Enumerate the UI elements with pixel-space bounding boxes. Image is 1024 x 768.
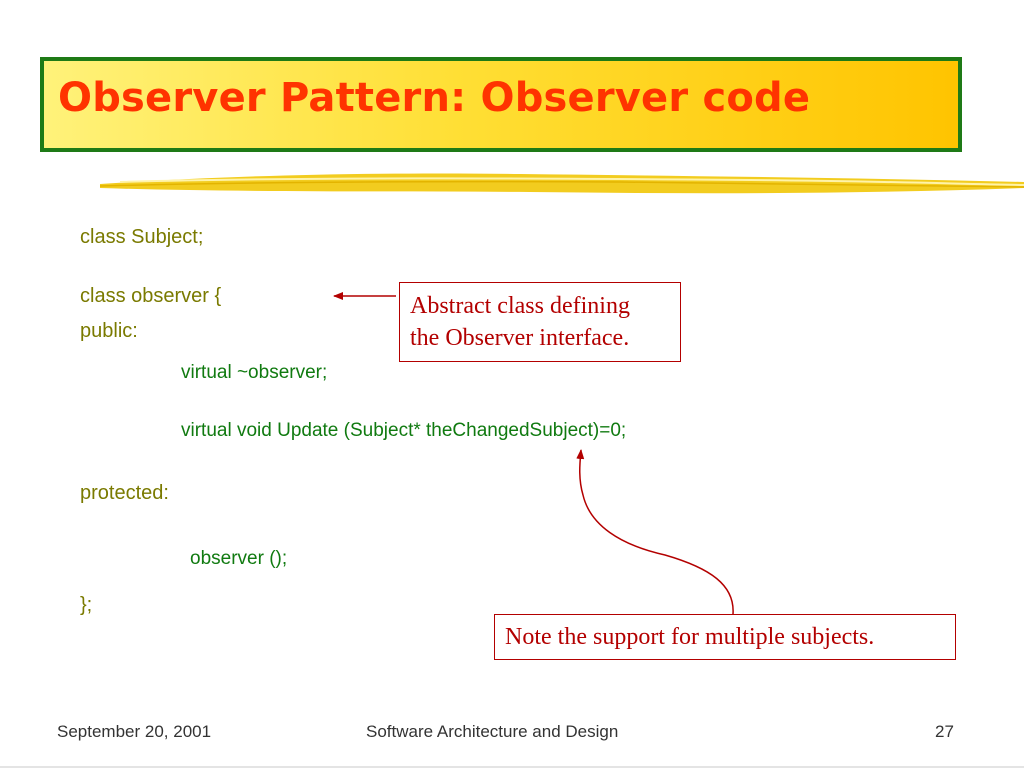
arrow-to-subject-param bbox=[576, 449, 734, 615]
note-abstract-class: Abstract class defining the Observer int… bbox=[399, 282, 681, 362]
code-line-virtual-destructor: virtual ~observer; bbox=[181, 362, 328, 383]
slide-title: Observer Pattern: Observer code bbox=[58, 75, 811, 121]
code-line-class-subject: class Subject; bbox=[80, 226, 204, 248]
slide-title-box: Observer Pattern: Observer code bbox=[40, 57, 962, 152]
code-line-class-observer: class observer { bbox=[80, 285, 222, 307]
note-abstract-line1: Abstract class defining bbox=[410, 293, 630, 319]
code-line-protected: protected: bbox=[80, 482, 169, 504]
brush-stroke-divider bbox=[100, 173, 1024, 194]
bottom-divider bbox=[0, 766, 1024, 768]
footer-page-number: 27 bbox=[935, 722, 954, 741]
footer-course-title: Software Architecture and Design bbox=[366, 722, 619, 741]
footer-date: September 20, 2001 bbox=[57, 722, 212, 741]
code-line-virtual-update: virtual void Update (Subject* theChanged… bbox=[181, 420, 627, 441]
code-line-constructor: observer (); bbox=[190, 548, 288, 569]
code-line-closing-brace: }; bbox=[80, 594, 93, 616]
note-abstract-line2: the Observer interface. bbox=[410, 325, 630, 351]
note-multiple-subjects: Note the support for multiple subjects. bbox=[494, 614, 956, 660]
code-line-public: public: bbox=[80, 320, 138, 342]
